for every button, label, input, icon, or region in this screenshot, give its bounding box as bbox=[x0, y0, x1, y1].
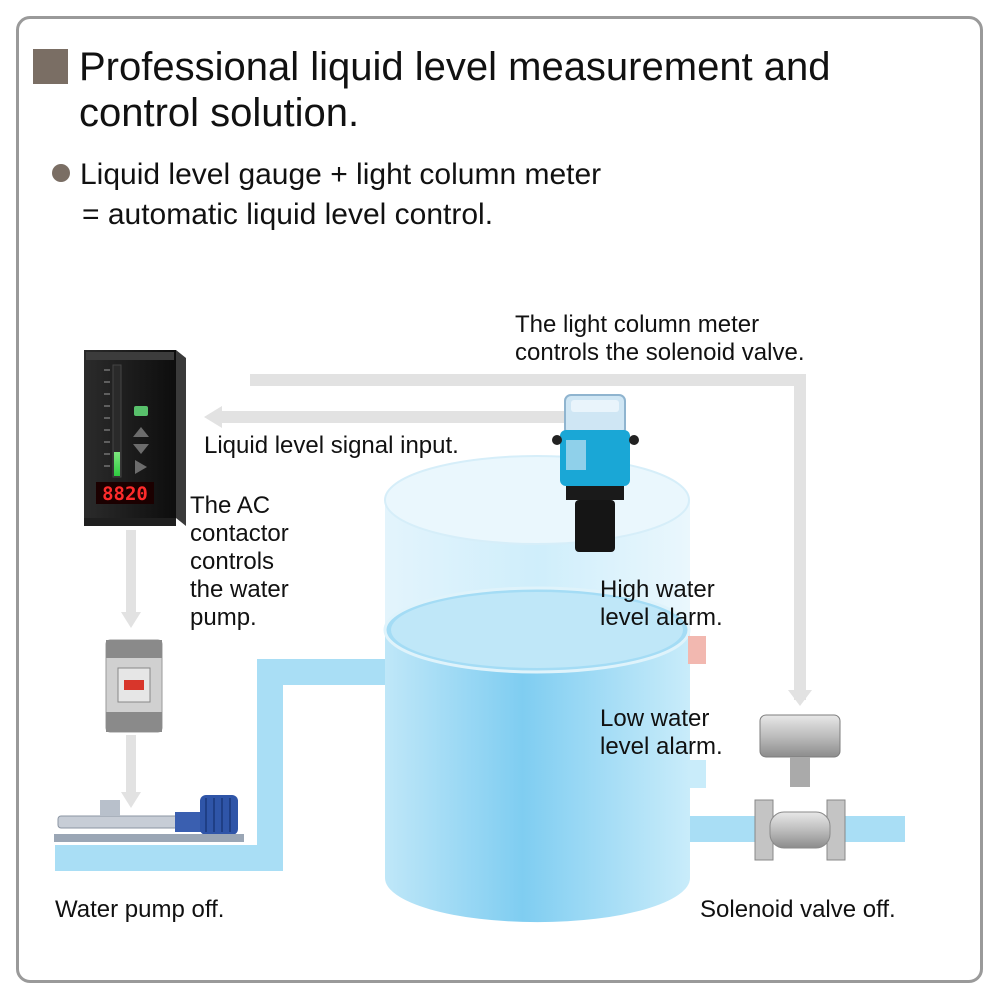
subtitle-line-1: Liquid level gauge + light column meter bbox=[80, 158, 602, 191]
signal-input-arrowhead bbox=[204, 406, 222, 428]
meter-contactor-arrowhead bbox=[121, 612, 141, 628]
electric-valve bbox=[754, 714, 846, 861]
valve-control-arrowhead bbox=[788, 690, 812, 706]
signal-input-label: Liquid level signal input. bbox=[204, 432, 459, 459]
valve-off-label: Solenoid valve off. bbox=[700, 896, 896, 923]
contactor-label-line-2: contactor bbox=[190, 520, 289, 547]
valve-control-label: The light column meter controls the sole… bbox=[515, 311, 805, 367]
subtitle-line-2: = automatic liquid level control. bbox=[82, 198, 494, 231]
level-sensor bbox=[552, 394, 639, 552]
pump-off-label: Water pump off. bbox=[55, 896, 225, 923]
meter-display-digits: 8820 bbox=[102, 483, 148, 505]
high-alarm-label: High water level alarm. bbox=[600, 576, 723, 632]
subtitle-bullet bbox=[52, 164, 70, 182]
contactor-label-line-3: controls bbox=[190, 548, 275, 575]
subtitle: Liquid level gauge + light column meter … bbox=[80, 155, 780, 235]
low-alarm-marker bbox=[688, 760, 706, 788]
high-alarm-marker bbox=[688, 636, 706, 664]
high-alarm-label-line-1: High water bbox=[600, 576, 715, 603]
contactor-label-line-1: The AC bbox=[190, 492, 271, 519]
water-body bbox=[385, 630, 690, 923]
level-bar bbox=[114, 452, 120, 476]
water-pump bbox=[54, 795, 244, 842]
inlet-pipe bbox=[55, 659, 400, 871]
title-square-marker bbox=[33, 49, 68, 84]
low-alarm-label-line-2: level alarm. bbox=[600, 733, 723, 760]
low-alarm-label: Low water level alarm. bbox=[600, 705, 723, 761]
contactor-label-line-5: pump. bbox=[190, 604, 257, 631]
contactor-label-line-4: the water bbox=[190, 576, 289, 603]
contactor-label: The AC contactor controls the water pump… bbox=[190, 492, 289, 632]
high-alarm-label-line-2: level alarm. bbox=[600, 604, 723, 631]
valve-control-line bbox=[250, 374, 806, 700]
contactor-pump-arrowhead bbox=[121, 792, 141, 808]
page-title: Professional liquid level measurement an… bbox=[79, 45, 831, 135]
light-column-meter: 8820 bbox=[84, 350, 186, 526]
valve-control-label-line-1: The light column meter bbox=[515, 311, 760, 338]
water-tank bbox=[383, 455, 691, 923]
ac-contactor bbox=[105, 639, 163, 733]
valve-control-label-line-2: controls the solenoid valve. bbox=[515, 339, 805, 366]
low-alarm-label-line-1: Low water bbox=[600, 705, 710, 732]
